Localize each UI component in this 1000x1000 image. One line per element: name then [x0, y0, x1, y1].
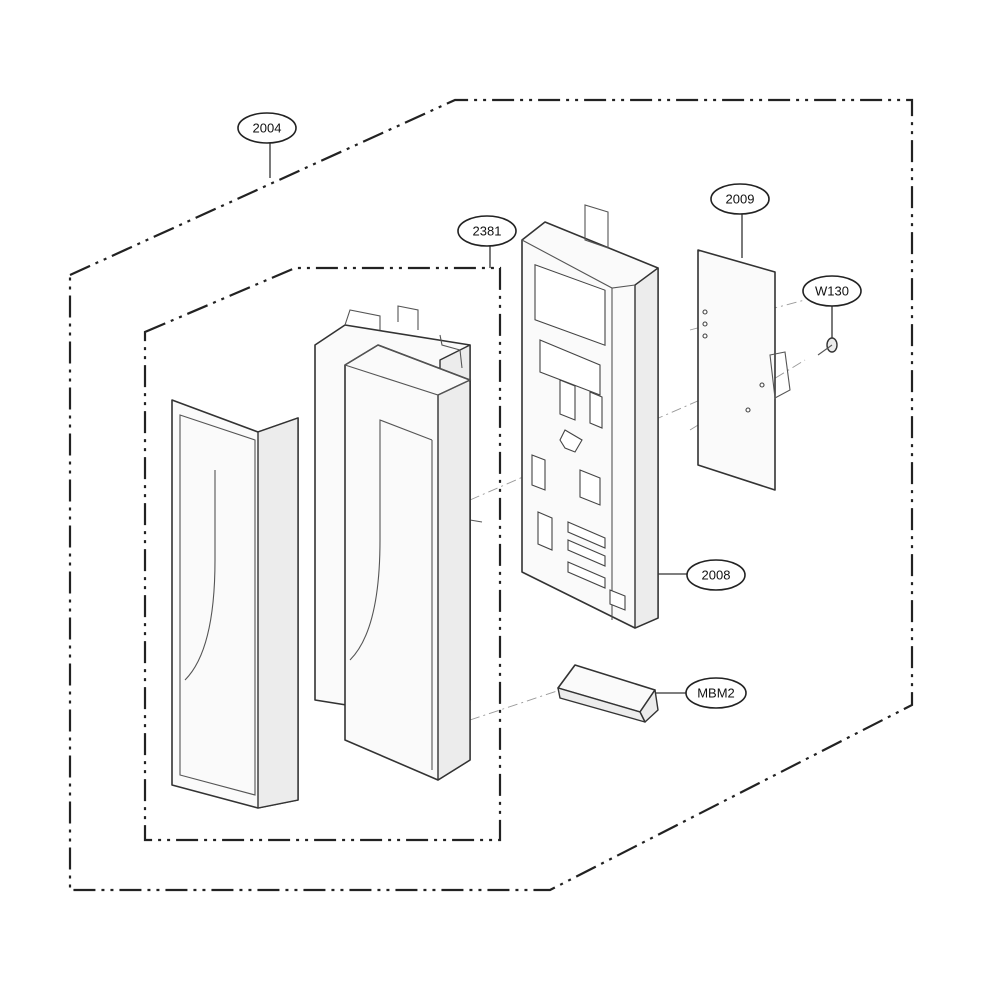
- callout-2009-label: 2009: [726, 192, 755, 207]
- outer-assembly-outline: [68, 98, 914, 892]
- callout-2008-label: 2008: [702, 568, 731, 583]
- callout-mbm2-label: MBM2: [697, 686, 735, 701]
- button-part: [557, 664, 659, 723]
- callout-2004-label: 2004: [253, 121, 282, 136]
- callout-mbm2: MBM2: [685, 677, 747, 709]
- leader-lines: [269, 143, 833, 694]
- callout-w130: W130: [802, 275, 862, 307]
- pcb-board: [697, 249, 791, 491]
- callout-2381: 2381: [457, 215, 517, 247]
- middle-door-panel: [344, 344, 472, 781]
- callout-2009: 2009: [710, 183, 770, 215]
- callout-2381-label: 2381: [473, 224, 502, 239]
- inner-assembly-outline: [143, 266, 502, 842]
- callout-w130-label: W130: [815, 284, 849, 299]
- control-bracket-frame: [521, 204, 659, 629]
- callout-2008: 2008: [686, 559, 746, 591]
- front-door-panel: [171, 399, 299, 809]
- screw-part: [817, 337, 838, 356]
- callout-2004: 2004: [237, 112, 297, 144]
